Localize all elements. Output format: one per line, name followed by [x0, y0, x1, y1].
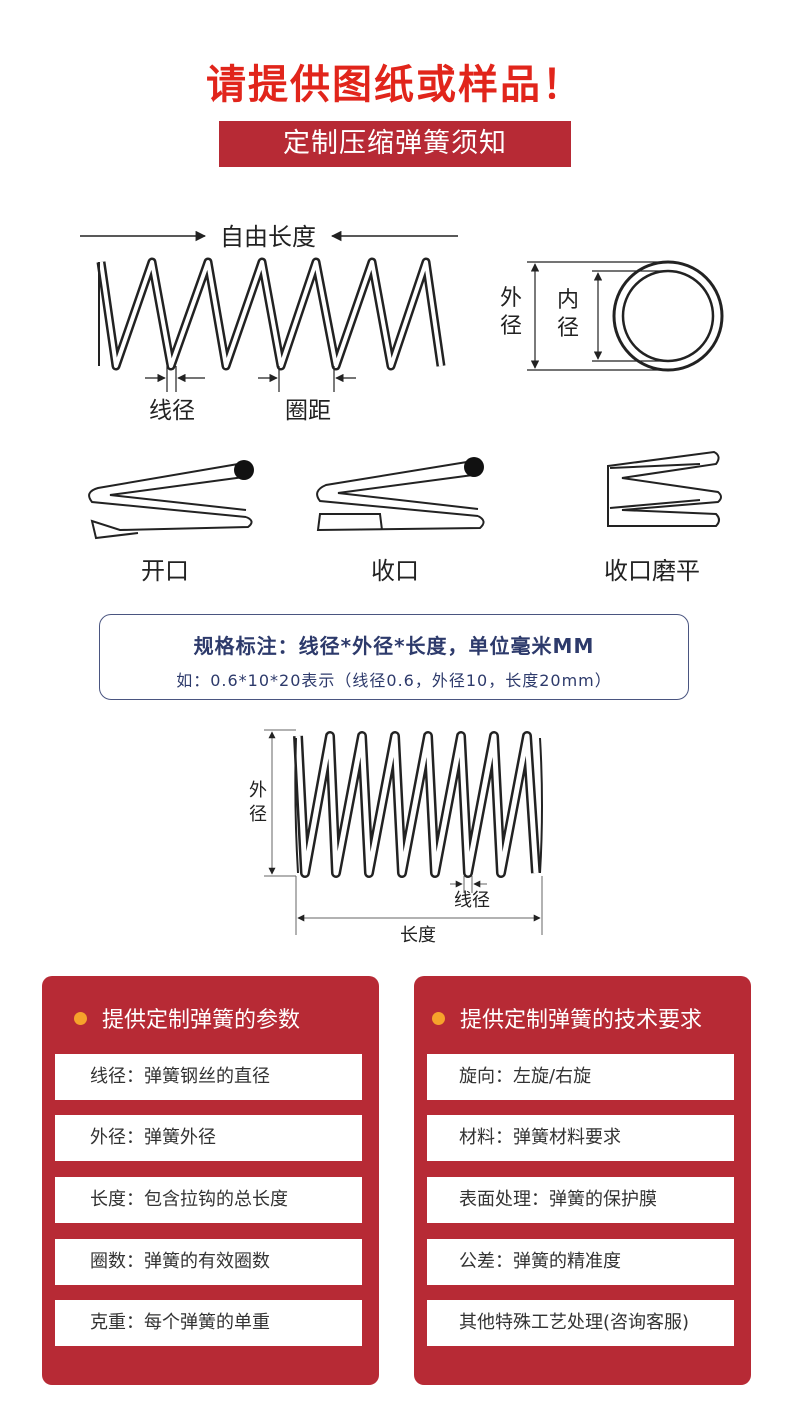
- outer-dia-label-2: 径: [500, 314, 522, 339]
- parameter-item: 圈数：弹簧的有效圈数: [55, 1239, 362, 1285]
- bottom-wire-dia-label: 线径: [454, 890, 490, 911]
- requirements-panel: 提供定制弹簧的技术要求 旋向：左旋/右旋 材料：弹簧材料要求 表面处理：弹簧的保…: [414, 976, 751, 1385]
- wire-pitch-dimensions: [145, 366, 356, 392]
- parameters-panel-header: 提供定制弹簧的参数: [74, 1000, 300, 1036]
- parameters-panel: 提供定制弹簧的参数 线径：弹簧钢丝的直径 外径：弹簧外径 长度：包含拉钩的总长度…: [42, 976, 379, 1385]
- open-end-wire: [234, 460, 254, 480]
- bottom-spring: [293, 731, 543, 878]
- parameter-item: 克重：每个弹簧的单重: [55, 1300, 362, 1346]
- wire-dia-label: 线径: [149, 398, 195, 424]
- spec-notation-box: 规格标注：线径*外径*长度，单位毫米MM 如：0.6*10*20表示（线径0.6…: [99, 614, 689, 700]
- pitch-label: 圈距: [285, 398, 331, 424]
- page-headline: 请提供图纸或样品！: [206, 62, 584, 108]
- requirements-panel-title: 提供定制弹簧的技术要求: [460, 1008, 703, 1033]
- side-view-spring: [96, 257, 446, 371]
- bottom-spring-dimensions: [264, 729, 543, 935]
- open-end-label: 开口: [141, 557, 189, 585]
- outer-dia-label-1: 外: [500, 286, 522, 311]
- requirements-panel-header: 提供定制弹簧的技术要求: [432, 1000, 702, 1036]
- inner-dia-label-1: 内: [557, 288, 579, 313]
- closed-end-label: 收口: [371, 557, 419, 585]
- spec-notation-text: 规格标注：线径*外径*长度，单位毫米MM: [193, 634, 595, 658]
- free-length-label: 自由长度: [220, 223, 316, 251]
- requirement-item: 表面处理：弹簧的保护膜: [427, 1177, 734, 1223]
- parameters-panel-title: 提供定制弹簧的参数: [102, 1008, 301, 1033]
- section-title-bar: 定制压缩弹簧须知: [219, 121, 571, 167]
- spring-diagram: 自由长度 线径 圈距 外 径 内 径 开口: [80, 223, 724, 946]
- requirement-item: 公差：弹簧的精准度: [427, 1239, 734, 1285]
- bottom-outer-dia-label-1: 外: [249, 780, 267, 801]
- closed-end-wire: [464, 457, 484, 477]
- spec-example-text: 如：0.6*10*20表示（线径0.6，外径10，长度20mm）: [176, 671, 612, 690]
- ring-cross-section: [527, 260, 724, 372]
- requirement-item: 旋向：左旋/右旋: [427, 1054, 734, 1100]
- parameter-item: 长度：包含拉钩的总长度: [55, 1177, 362, 1223]
- open-end-spring: [88, 462, 253, 540]
- parameter-item: 线径：弹簧钢丝的直径: [55, 1054, 362, 1100]
- inner-dia-label-2: 径: [557, 316, 579, 341]
- closed-end-spring: [316, 460, 485, 532]
- bullet-dot-icon: [74, 1011, 87, 1025]
- requirement-item: 其他特殊工艺处理(咨询客服): [427, 1300, 734, 1346]
- bullet-dot-icon: [432, 1011, 445, 1025]
- bottom-outer-dia-label-2: 径: [249, 804, 267, 825]
- bottom-length-label: 长度: [400, 925, 436, 946]
- requirement-item: 材料：弹簧材料要求: [427, 1115, 734, 1161]
- closed-ground-spring: [607, 450, 722, 527]
- parameter-item: 外径：弹簧外径: [55, 1115, 362, 1161]
- closed-ground-label: 收口磨平: [604, 557, 700, 585]
